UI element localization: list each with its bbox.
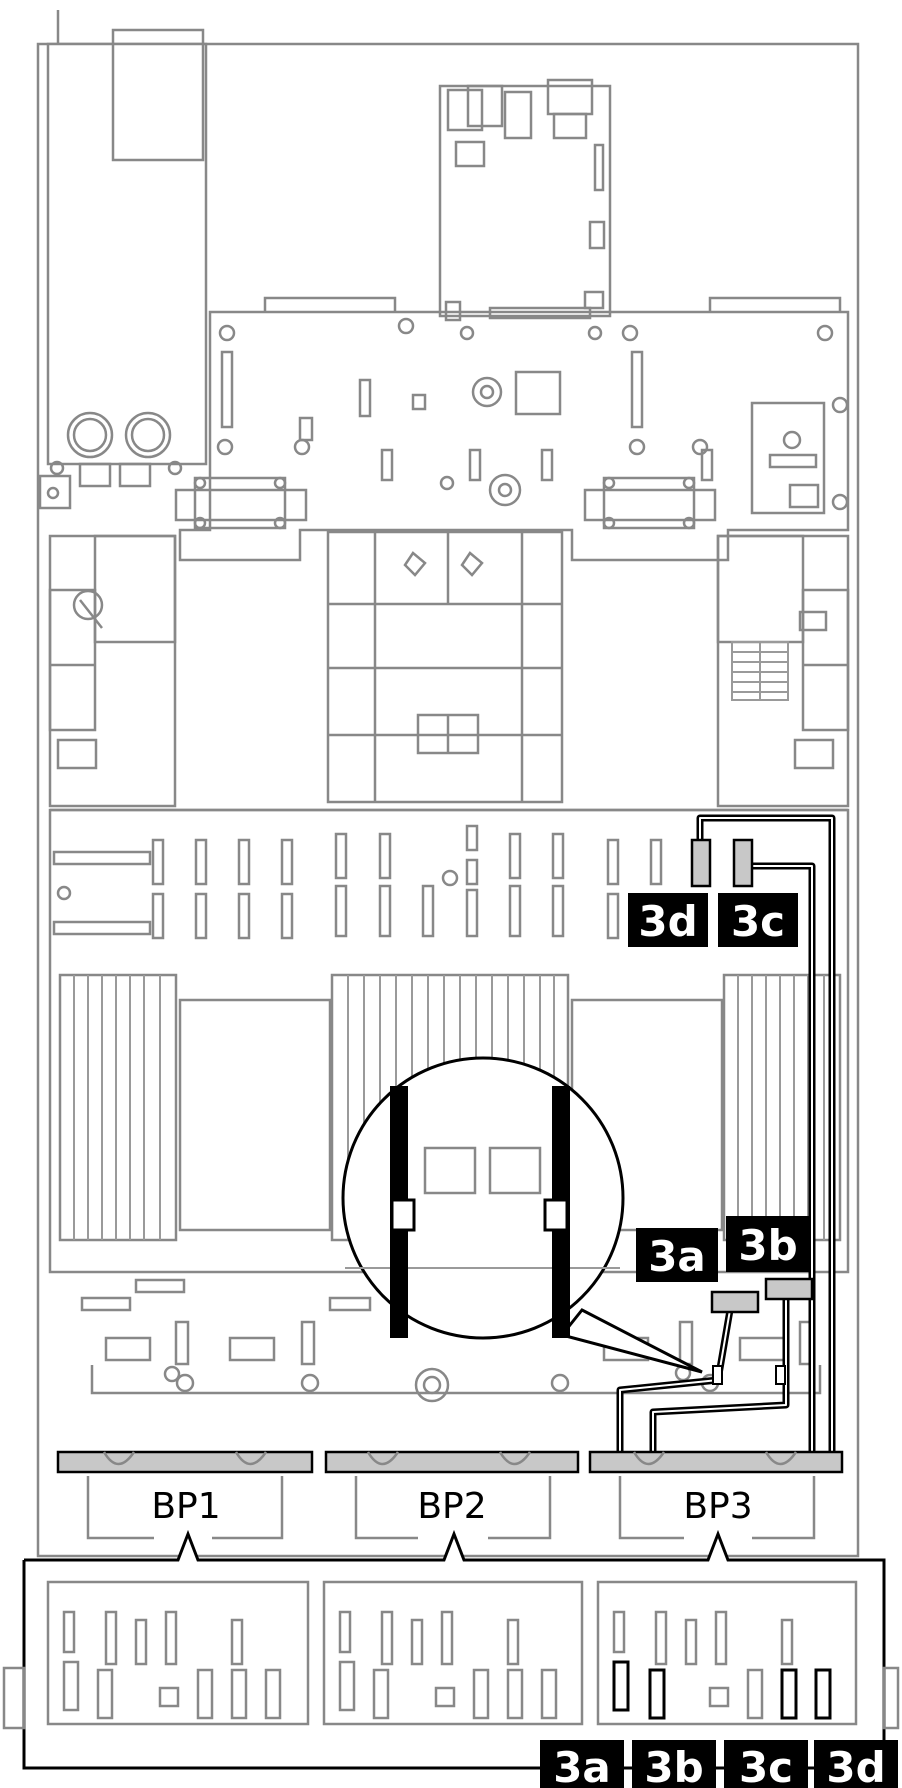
backplane-detail-panel <box>2 1529 900 1770</box>
callout-bottom-3c: 3c <box>724 1740 808 1788</box>
svg-text:3c: 3c <box>739 1743 793 1788</box>
svg-text:3b: 3b <box>738 1221 797 1270</box>
system-board-upper <box>174 296 850 562</box>
fan-region <box>48 530 850 808</box>
dimm-bank-left <box>58 973 178 1242</box>
connector-3d <box>690 838 712 888</box>
cables <box>616 814 836 1458</box>
svg-text:3a: 3a <box>648 1232 706 1281</box>
svg-text:3a: 3a <box>553 1743 611 1788</box>
callout-bottom-3d: 3d <box>814 1740 898 1788</box>
callout-board-3c: 3c <box>718 893 798 947</box>
backplane-detail-bp2 <box>322 1580 584 1726</box>
callout-board-3d: 3d <box>628 893 708 947</box>
backplane-label-bp3: BP3 <box>683 1486 752 1527</box>
zoom-inset <box>341 1056 703 1374</box>
callout-bottom-3a: 3a <box>540 1740 624 1788</box>
backplane-label-bp2: BP2 <box>417 1486 486 1527</box>
svg-text:3d: 3d <box>638 897 697 946</box>
callout-bottom-3b: 3b <box>632 1740 716 1788</box>
cpu-socket-handle-right <box>583 476 717 530</box>
backplane-detail-bp3 <box>596 1580 858 1726</box>
connector-3c <box>732 838 754 888</box>
backplane-detail-bp1 <box>46 1580 310 1726</box>
backplane-label-bp1: BP1 <box>151 1486 220 1527</box>
svg-text:3c: 3c <box>731 897 785 946</box>
cable-3b <box>649 1300 790 1455</box>
callout-board-3a: 3a <box>636 1228 718 1282</box>
cable-3c <box>742 862 816 1458</box>
power-supply <box>38 28 208 510</box>
backplane-connectors <box>56 1450 844 1540</box>
cable-3a <box>616 1309 734 1455</box>
zoom-circle <box>341 1056 625 1340</box>
svg-text:3d: 3d <box>826 1743 885 1788</box>
dimm-bank-right <box>722 973 842 1242</box>
svg-text:3b: 3b <box>644 1743 703 1788</box>
callout-board-3b: 3b <box>726 1216 810 1272</box>
fan-grille <box>731 641 789 701</box>
connector-3a <box>710 1290 760 1314</box>
rear-io-board <box>438 78 612 322</box>
connector-3b <box>764 1277 814 1301</box>
cpu-socket-handle-left <box>174 476 308 530</box>
